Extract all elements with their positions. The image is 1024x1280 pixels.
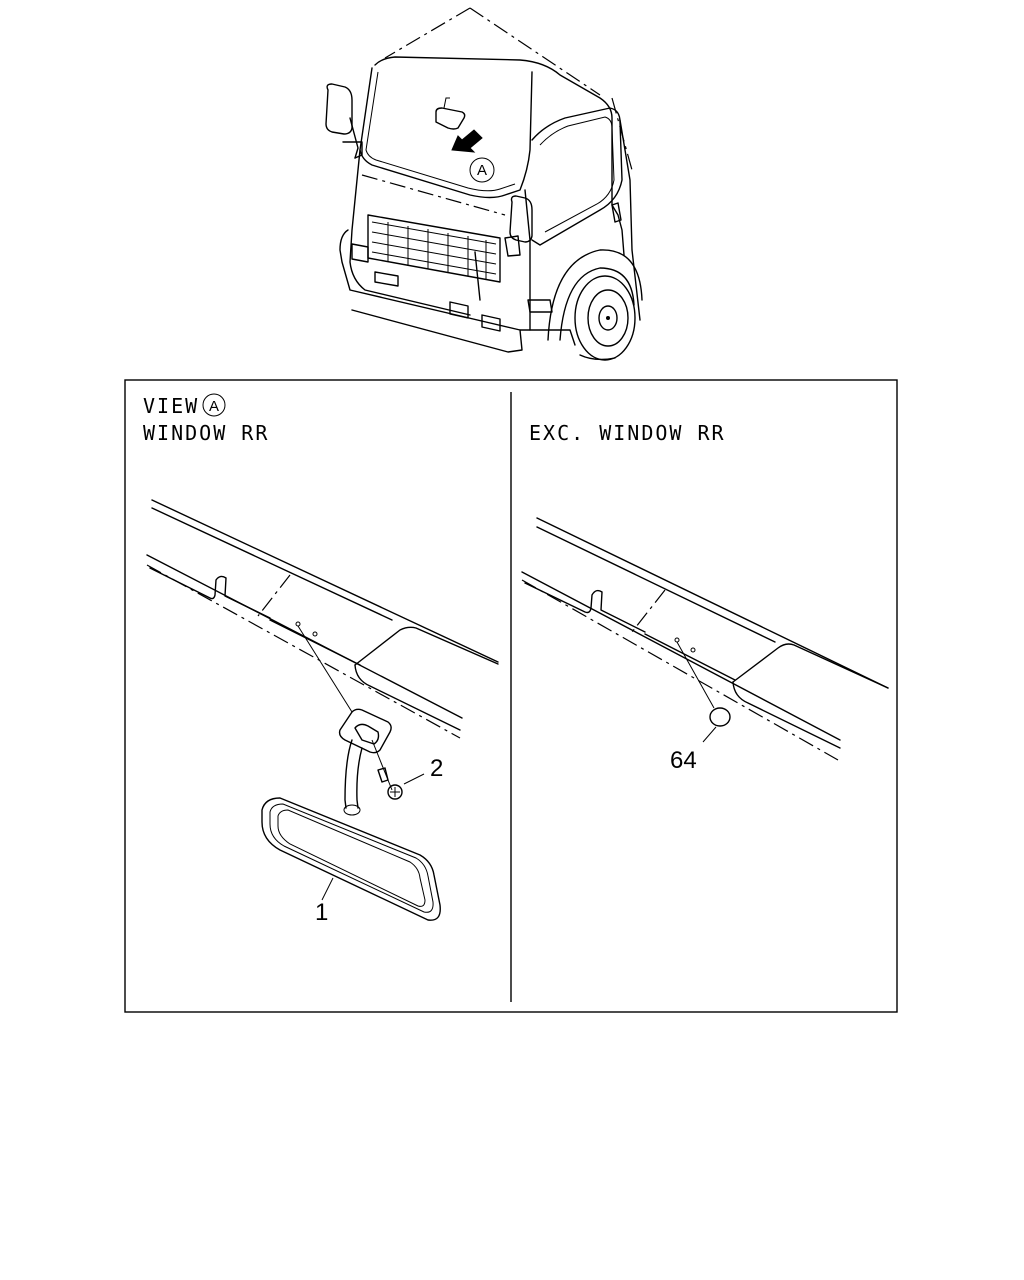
left-panel-subtitle: WINDOW RR (143, 421, 269, 445)
callout-letter: A (477, 162, 487, 179)
view-label: VIEW (143, 394, 199, 418)
right-panel-subtitle: EXC. WINDOW RR (529, 421, 726, 445)
callout-circle (469, 157, 495, 183)
view-direction-arrow-icon (451, 129, 483, 153)
left-panel: VIEW A WINDOW RR (143, 393, 499, 926)
rear-view-mirror (261, 797, 441, 921)
part-number-plug: 64 (670, 747, 697, 774)
part-number-screw: 2 (430, 755, 443, 782)
truck-cab-illustration: A (325, 7, 643, 361)
hole-plug (709, 707, 731, 727)
part-number-mirror: 1 (315, 899, 328, 926)
right-panel: EXC. WINDOW RR 64 (521, 421, 889, 774)
detail-frame (124, 379, 898, 1013)
screw-icon (371, 739, 403, 800)
view-letter-circle (202, 393, 226, 417)
view-letter: A (209, 398, 219, 415)
